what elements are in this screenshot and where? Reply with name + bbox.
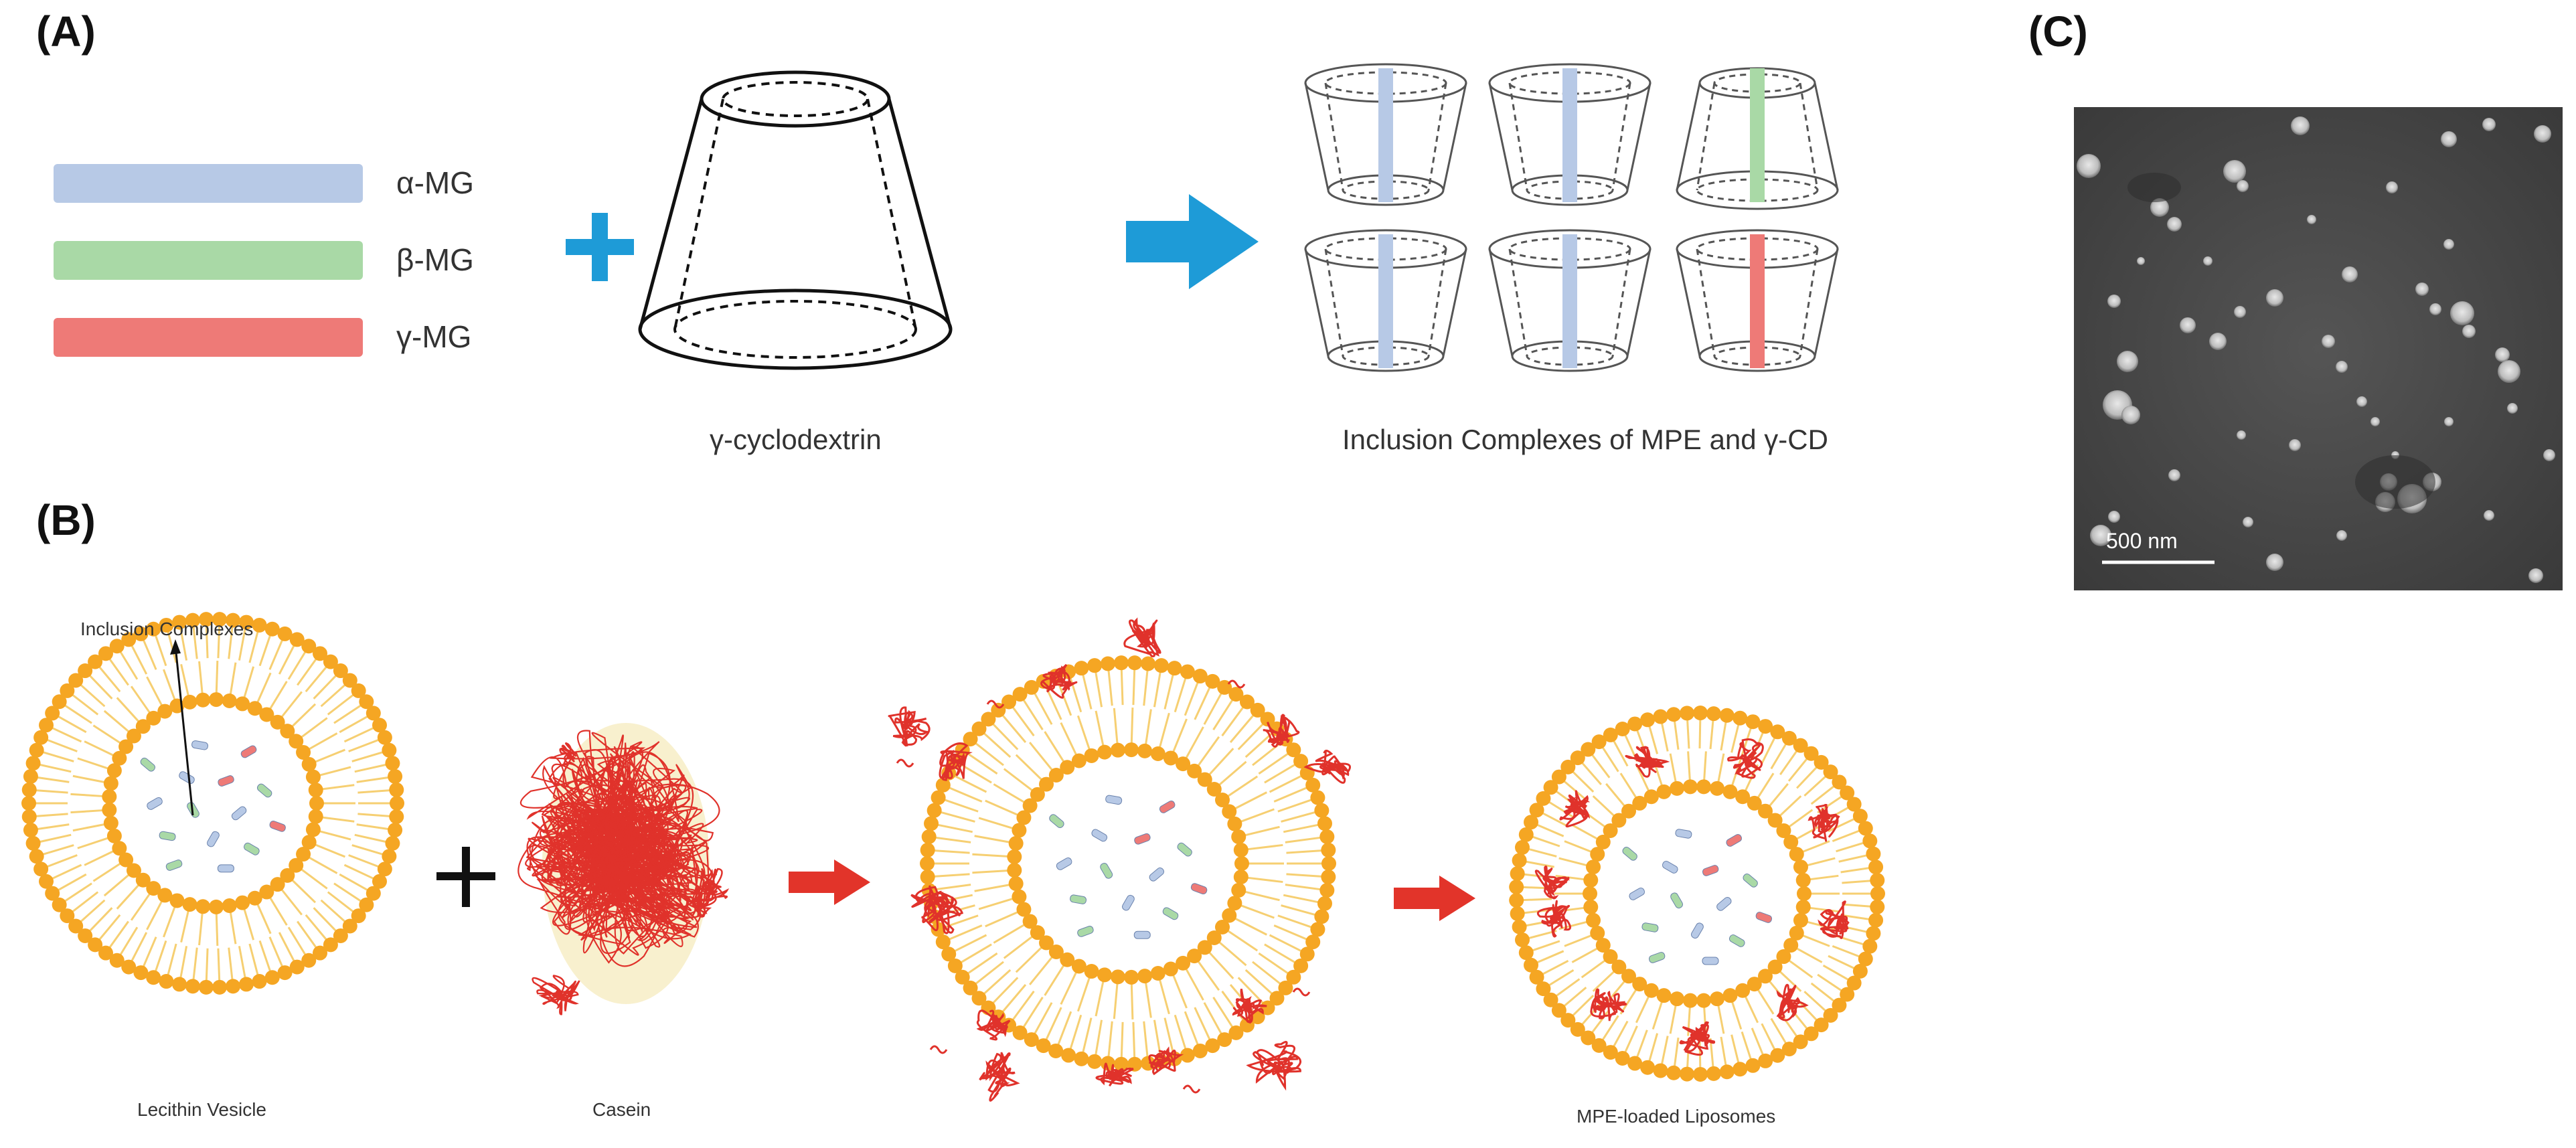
protein-coated-vesicle [910, 655, 1336, 1076]
legend-bar-alpha [54, 164, 363, 203]
casein-aggregate [517, 723, 730, 1015]
pointer-arrow [170, 639, 194, 816]
tem-micrograph: 500 nm [2074, 107, 2563, 590]
plus-icon [566, 213, 634, 281]
panel-label-a: (A) [36, 7, 96, 56]
legend-label-gamma: γ-MG [396, 319, 472, 354]
cyclodextrin-cone [638, 70, 953, 370]
inclusion-complex-4 [1304, 229, 1467, 372]
panel-a-drawing [566, 63, 1839, 372]
tem-particles [2074, 107, 2563, 590]
caption-cyclodextrin: γ-cyclodextrin [710, 424, 882, 455]
panel-label-c: (C) [2028, 7, 2088, 56]
panel-label-b: (B) [36, 496, 96, 544]
legend-label-alpha: α-MG [396, 165, 475, 200]
scale-bar-label: 500 nm [2106, 529, 2178, 553]
inclusion-complex-1 [1304, 63, 1467, 206]
mpe-loaded-liposome [1509, 706, 1885, 1082]
inclusion-complex-6 [1676, 229, 1839, 372]
lecithin-vesicle [21, 612, 404, 995]
free-casein-strands [888, 617, 1351, 1102]
inclusion-complex-2 [1488, 63, 1652, 206]
caption-casein: Casein [592, 1099, 651, 1120]
legend-bar-gamma [54, 318, 363, 357]
caption-inclusion-pointer: Inclusion Complexes [80, 619, 254, 639]
inclusion-complex-3 [1676, 67, 1839, 210]
caption-inclusion-complexes: Inclusion Complexes of MPE and γ-CD [1342, 424, 1828, 455]
arrow-right-icon [1126, 194, 1259, 289]
inclusion-complex-5 [1488, 229, 1652, 372]
plus-icon-black [436, 847, 495, 907]
legend-bar-beta [54, 241, 363, 280]
arrow-right-red-icon-2 [1394, 876, 1475, 921]
legend-label-beta: β-MG [396, 242, 474, 277]
caption-mpe-liposomes: MPE-loaded Liposomes [1577, 1106, 1776, 1127]
arrow-right-red-icon-1 [789, 859, 870, 905]
caption-lecithin: Lecithin Vesicle [137, 1099, 267, 1120]
